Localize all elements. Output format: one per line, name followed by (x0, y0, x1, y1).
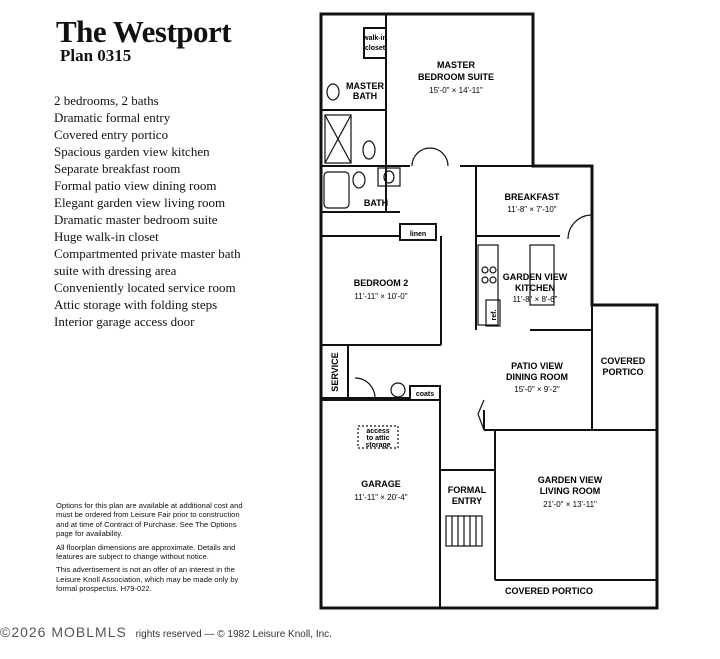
dining-dim: 15'-0" × 9'-2" (514, 385, 560, 394)
master-suite-dim: 15'-0" × 14'-11" (429, 86, 483, 95)
entry-label-2: ENTRY (452, 496, 482, 506)
attic-access (357, 425, 399, 449)
bath-label: BATH (364, 198, 388, 208)
garage-dim: 11'-11" × 20'-4" (354, 493, 407, 502)
double-door-icon (411, 147, 449, 167)
feature-item: Formal patio view dining room (54, 178, 217, 193)
plan-number: Plan 0315 (60, 46, 132, 65)
entry-label: FORMAL (448, 485, 487, 495)
living-label-2: LIVING ROOM (540, 486, 601, 496)
feature-item: Conveniently located service room (54, 280, 236, 295)
shower-icon (324, 114, 352, 164)
feature-item: Compartmented private master bath suite … (54, 246, 241, 278)
breakfast-dim: 11'-8" × 7'-10" (507, 205, 556, 214)
attic-label-3: storage (365, 442, 390, 449)
coats-label: coats (416, 391, 434, 398)
feature-item: Interior garage access door (54, 314, 195, 329)
footer: ©2026 MOBLMLS rights reserved — © 1982 L… (0, 624, 332, 640)
portico-right-label-2: PORTICO (602, 367, 643, 377)
feature-item: Dramatic formal entry (54, 110, 171, 125)
walkin-label-1: walk-in (362, 35, 387, 42)
copyright-text: rights reserved — © 1982 Leisure Knoll, … (135, 629, 332, 640)
garage-label: GARAGE (361, 479, 401, 489)
walkin-label-2: closet (365, 45, 386, 52)
feature-item: Covered entry portico (54, 127, 169, 142)
breakfast-label: BREAKFAST (504, 192, 560, 202)
ref-label: ref. (491, 310, 498, 321)
disclaimer-notes: Options for this plan are available at a… (56, 501, 246, 598)
offer-note: This advertisement is not an offer of an… (56, 565, 239, 594)
feature-item: Elegant garden view living room (54, 195, 226, 210)
master-bath-label: MASTER (346, 81, 385, 91)
options-note: Options for this plan are available at a… (56, 501, 243, 539)
living-dim: 21'-0" × 13'-11" (543, 500, 597, 509)
feature-item: Huge walk-in closet (54, 229, 159, 244)
watermark: ©2026 MOBLMLS (0, 624, 127, 640)
master-suite-label-2: BEDROOM SUITE (418, 72, 494, 82)
master-suite-label: MASTER (437, 60, 476, 70)
feature-list: 2 bedrooms, 2 baths Dramatic formal entr… (54, 92, 304, 330)
plan-title: The Westport (56, 14, 232, 49)
kitchen-label: GARDEN VIEW (503, 272, 568, 282)
svg-text:closet: closet (365, 45, 386, 52)
kitchen-counter (477, 244, 499, 326)
service-label: SERVICE (330, 352, 340, 391)
dining-label: PATIO VIEW (511, 361, 563, 371)
svg-text:walk-in: walk-in (362, 35, 387, 42)
stove-icon (481, 266, 489, 274)
bedroom2-label: BEDROOM 2 (354, 278, 409, 288)
kitchen-dim: 11'-8" × 8'-6" (513, 295, 558, 304)
bathtub-icon (323, 171, 350, 209)
door-swing-icon (567, 214, 593, 240)
portico-bottom-label: COVERED PORTICO (505, 586, 593, 596)
attic-label-2: to attic (367, 435, 390, 442)
toilet-icon (362, 140, 376, 160)
feature-item: Spacious garden view kitchen (54, 144, 210, 159)
living-label: GARDEN VIEW (538, 475, 603, 485)
master-bath-label-2: BATH (353, 91, 377, 101)
washer-icon (390, 382, 406, 398)
dining-label-2: DINING ROOM (506, 372, 568, 382)
dimensions-note: All floorplan dimensions are approximate… (56, 542, 236, 562)
feature-item: Attic storage with folding steps (54, 297, 218, 312)
kitchen-label-2: KITCHEN (515, 283, 555, 293)
feature-item: 2 bedrooms, 2 baths (54, 93, 159, 108)
feature-item: Separate breakfast room (54, 161, 181, 176)
bedroom2-dim: 11'-11" × 10'-0" (354, 292, 407, 301)
linen-label: linen (410, 231, 426, 238)
portico-right-label: COVERED (601, 356, 646, 366)
refrigerator-icon (485, 299, 501, 327)
feature-item: Dramatic master bedroom suite (54, 212, 218, 227)
attic-label-1: access (366, 428, 389, 435)
sink-icon (326, 83, 340, 101)
outer-wall (319, 12, 659, 610)
